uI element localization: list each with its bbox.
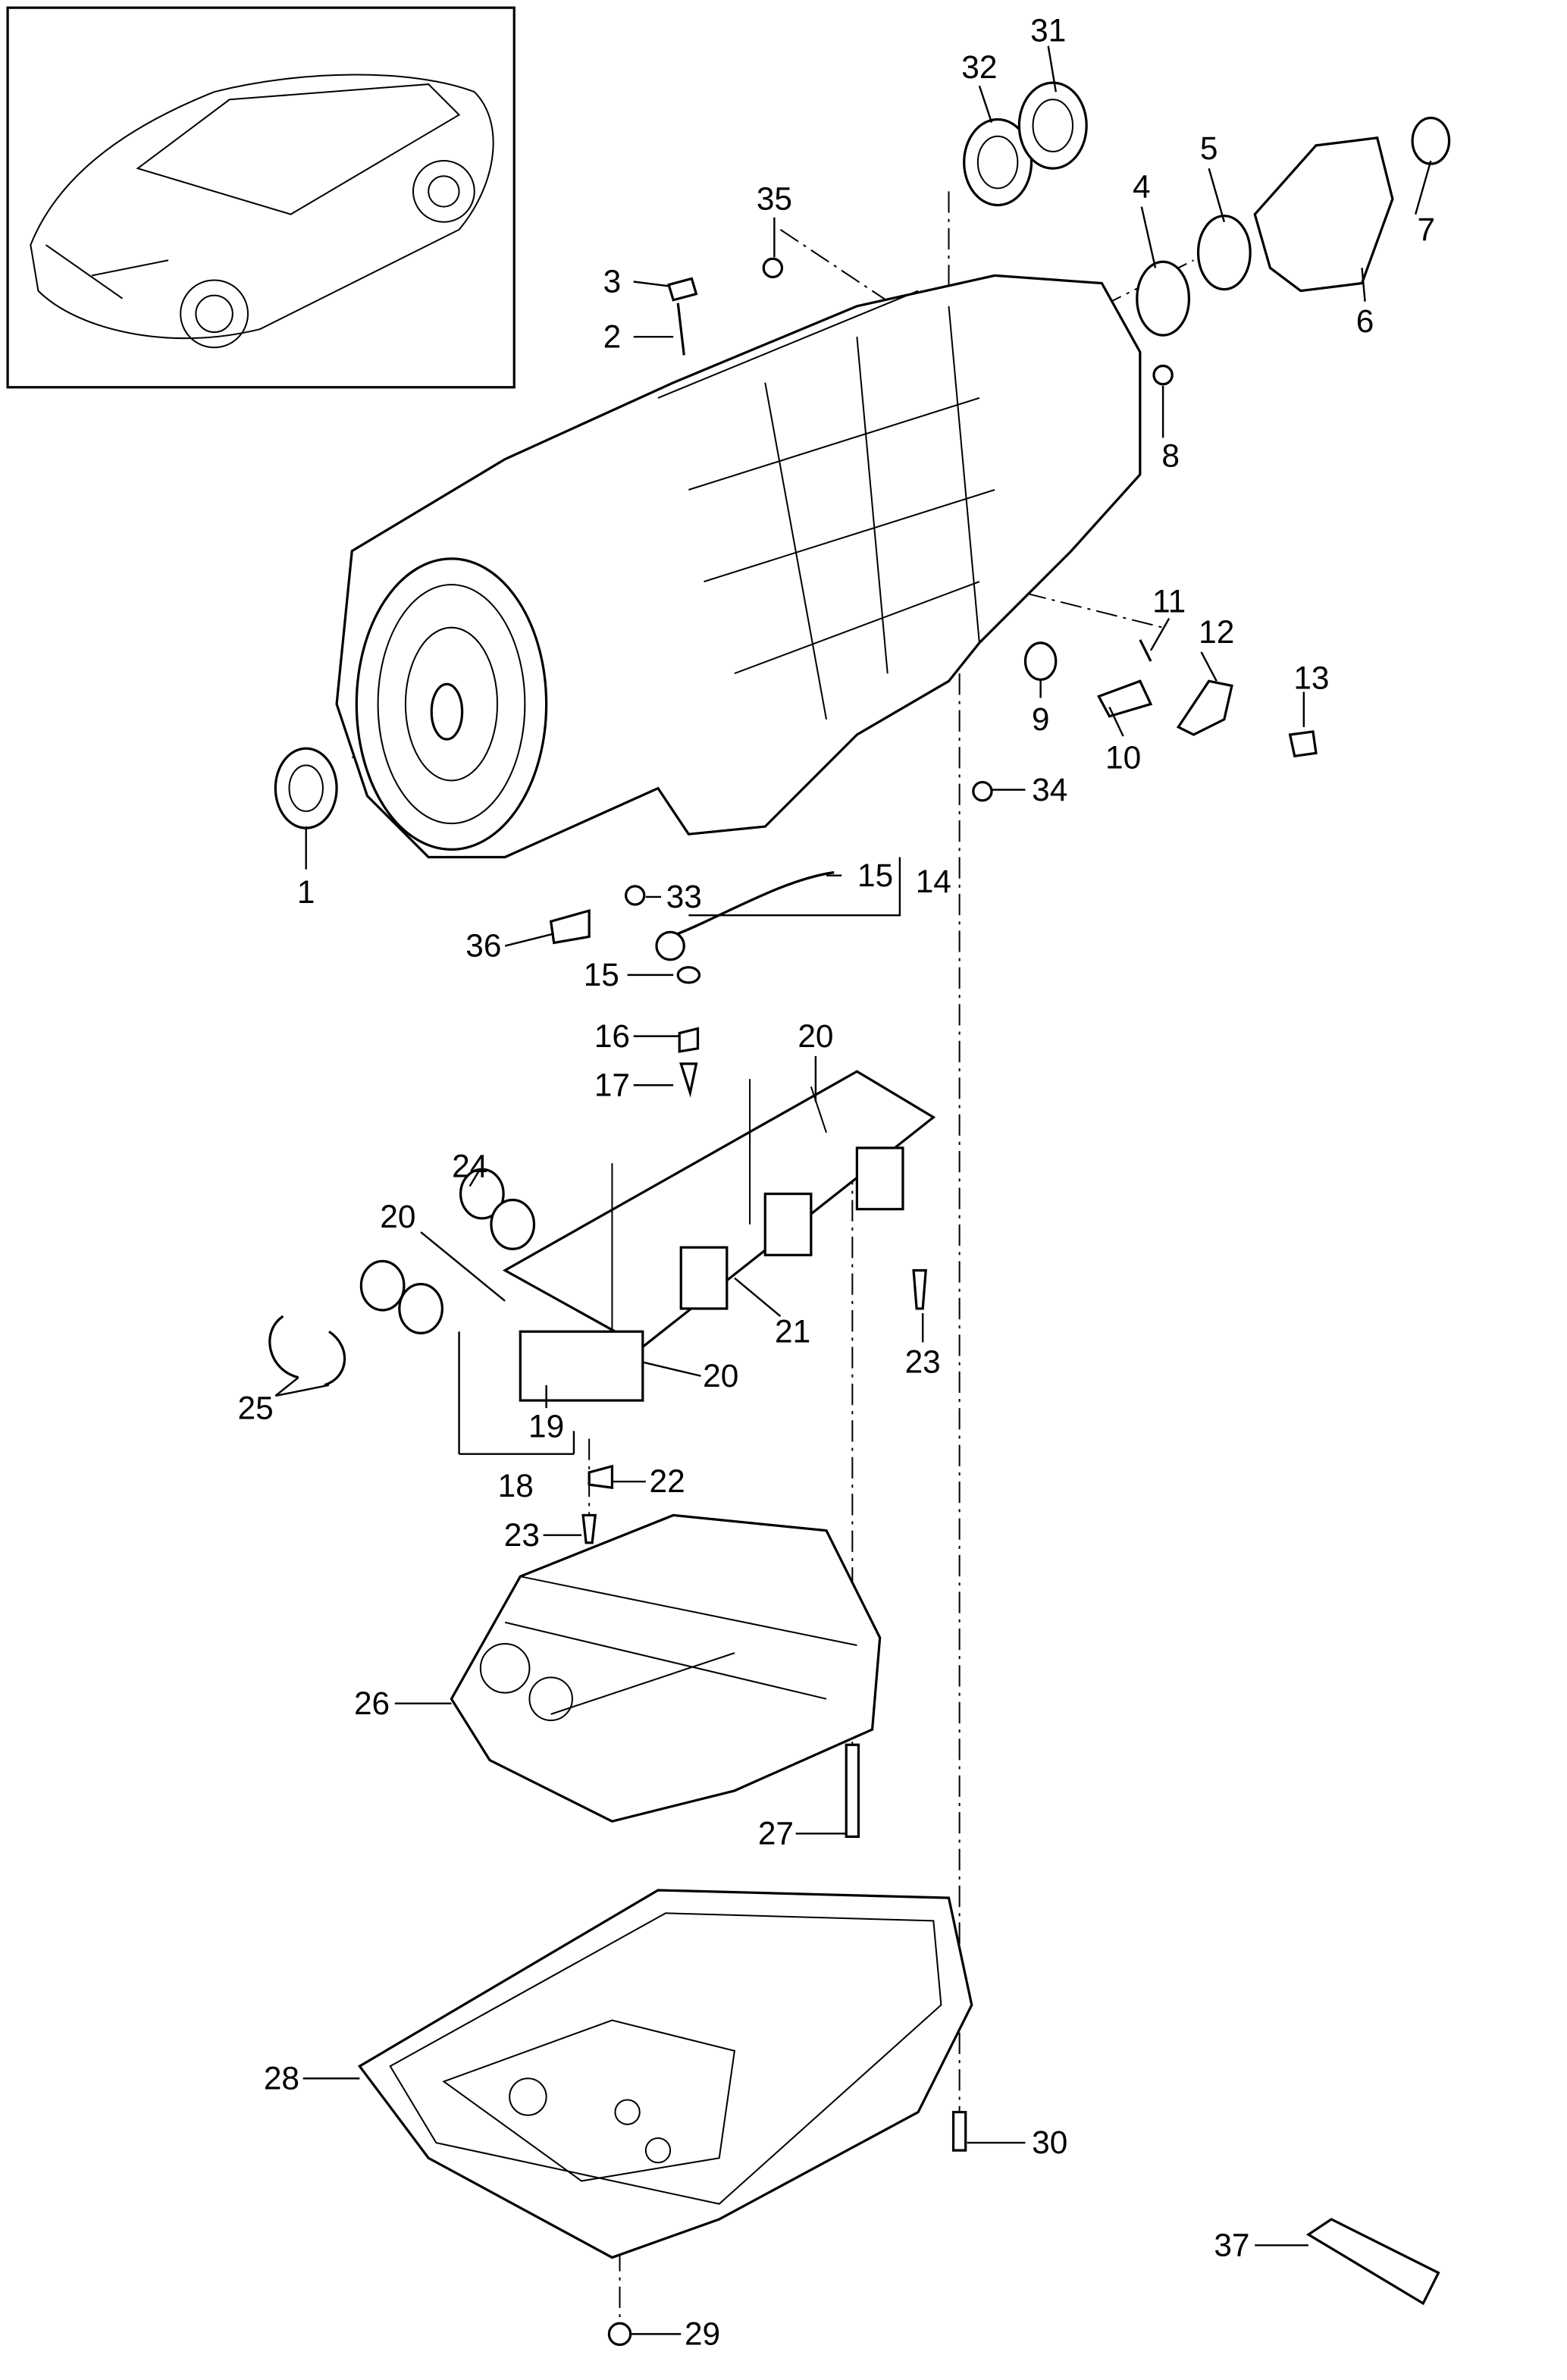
callout-8: 8	[1161, 438, 1180, 474]
callout-20: 20	[703, 1358, 738, 1394]
oil-pan	[357, 1889, 973, 2259]
callout-26: 26	[354, 1685, 390, 1721]
callout-24: 24	[452, 1148, 487, 1184]
callout-2: 2	[603, 318, 622, 354]
small-parts	[268, 81, 1451, 2347]
callout-32: 32	[961, 49, 997, 85]
callout-18: 18	[498, 1468, 534, 1504]
valve-body	[450, 1513, 882, 1823]
wiring-harness-carrier	[359, 1070, 936, 1402]
transmission-housing	[335, 274, 1142, 859]
callout-4: 4	[1133, 168, 1151, 204]
callout-20: 20	[380, 1199, 415, 1234]
callout-16: 16	[594, 1018, 630, 1054]
callout-36: 36	[465, 928, 501, 964]
callout-17: 17	[594, 1067, 630, 1102]
callout-20: 20	[798, 1018, 833, 1054]
callout-19: 19	[528, 1408, 564, 1444]
callout-9: 9	[1032, 701, 1050, 737]
callout-14: 14	[916, 864, 951, 899]
callout-28: 28	[264, 2060, 299, 2096]
callout-15: 15	[857, 858, 893, 893]
callout-25: 25	[238, 1390, 274, 1425]
callout-5: 5	[1200, 130, 1218, 166]
callout-33: 33	[666, 879, 702, 914]
callout-23: 23	[905, 1344, 941, 1380]
callout-37: 37	[1214, 2227, 1249, 2262]
callout-21: 21	[775, 1313, 810, 1349]
callout-22: 22	[650, 1463, 685, 1499]
callout-11: 11	[1152, 583, 1186, 619]
callout-15: 15	[584, 957, 619, 992]
callout-27: 27	[758, 1815, 794, 1851]
callout-3: 3	[603, 264, 622, 299]
callout-30: 30	[1032, 2124, 1067, 2160]
callout-31: 31	[1030, 13, 1066, 49]
callout-29: 29	[685, 2316, 720, 2351]
callout-12: 12	[1199, 614, 1234, 650]
callout-34: 34	[1032, 772, 1067, 807]
leader-lines	[274, 45, 1432, 2335]
callout-1: 1	[297, 874, 315, 910]
callout-13: 13	[1293, 660, 1329, 695]
callout-7: 7	[1418, 212, 1436, 247]
callout-35: 35	[757, 181, 792, 217]
vehicle-inset	[6, 6, 516, 389]
callout-6: 6	[1356, 303, 1374, 339]
callout-23: 23	[504, 1517, 540, 1553]
callout-10: 10	[1105, 739, 1141, 775]
